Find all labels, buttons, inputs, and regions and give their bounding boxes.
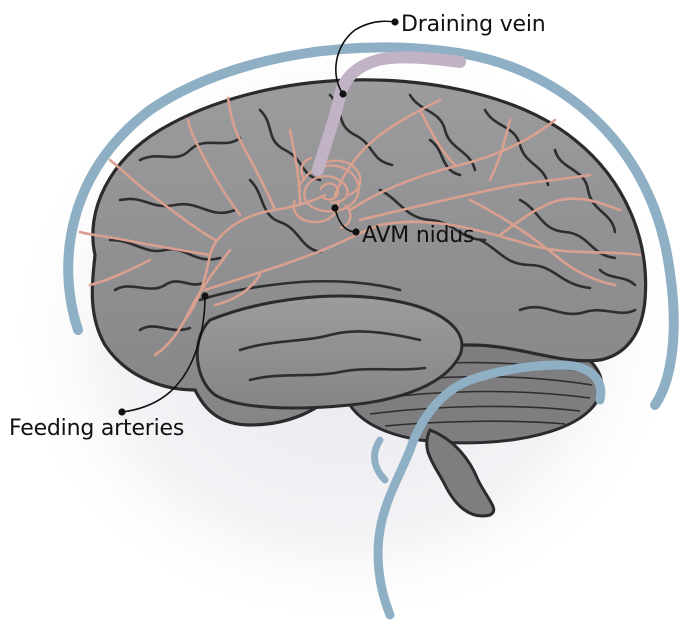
label-avm-nidus: AVM nidus xyxy=(362,223,475,248)
descending-vein xyxy=(373,360,606,620)
brainstem xyxy=(425,428,496,518)
leader-feeding-arteries xyxy=(121,295,206,413)
leader-draining-vein xyxy=(335,20,396,95)
draining-vein xyxy=(312,51,466,176)
leader-dot xyxy=(201,292,209,300)
leader-dot xyxy=(391,18,399,26)
label-feeding-arteries: Feeding arteries xyxy=(9,416,185,441)
temporal-lobe xyxy=(195,294,464,410)
leader-dot xyxy=(352,228,360,236)
sinus-vein-arc xyxy=(63,42,679,410)
leader-dots xyxy=(118,18,399,416)
leader-dot xyxy=(118,408,126,416)
feeding-arteries-network xyxy=(78,96,642,357)
label-draining-vein: Draining vein xyxy=(401,12,546,37)
leader-dot xyxy=(339,90,347,98)
descending-vein-branch xyxy=(371,436,389,484)
leader-dot xyxy=(331,204,339,212)
